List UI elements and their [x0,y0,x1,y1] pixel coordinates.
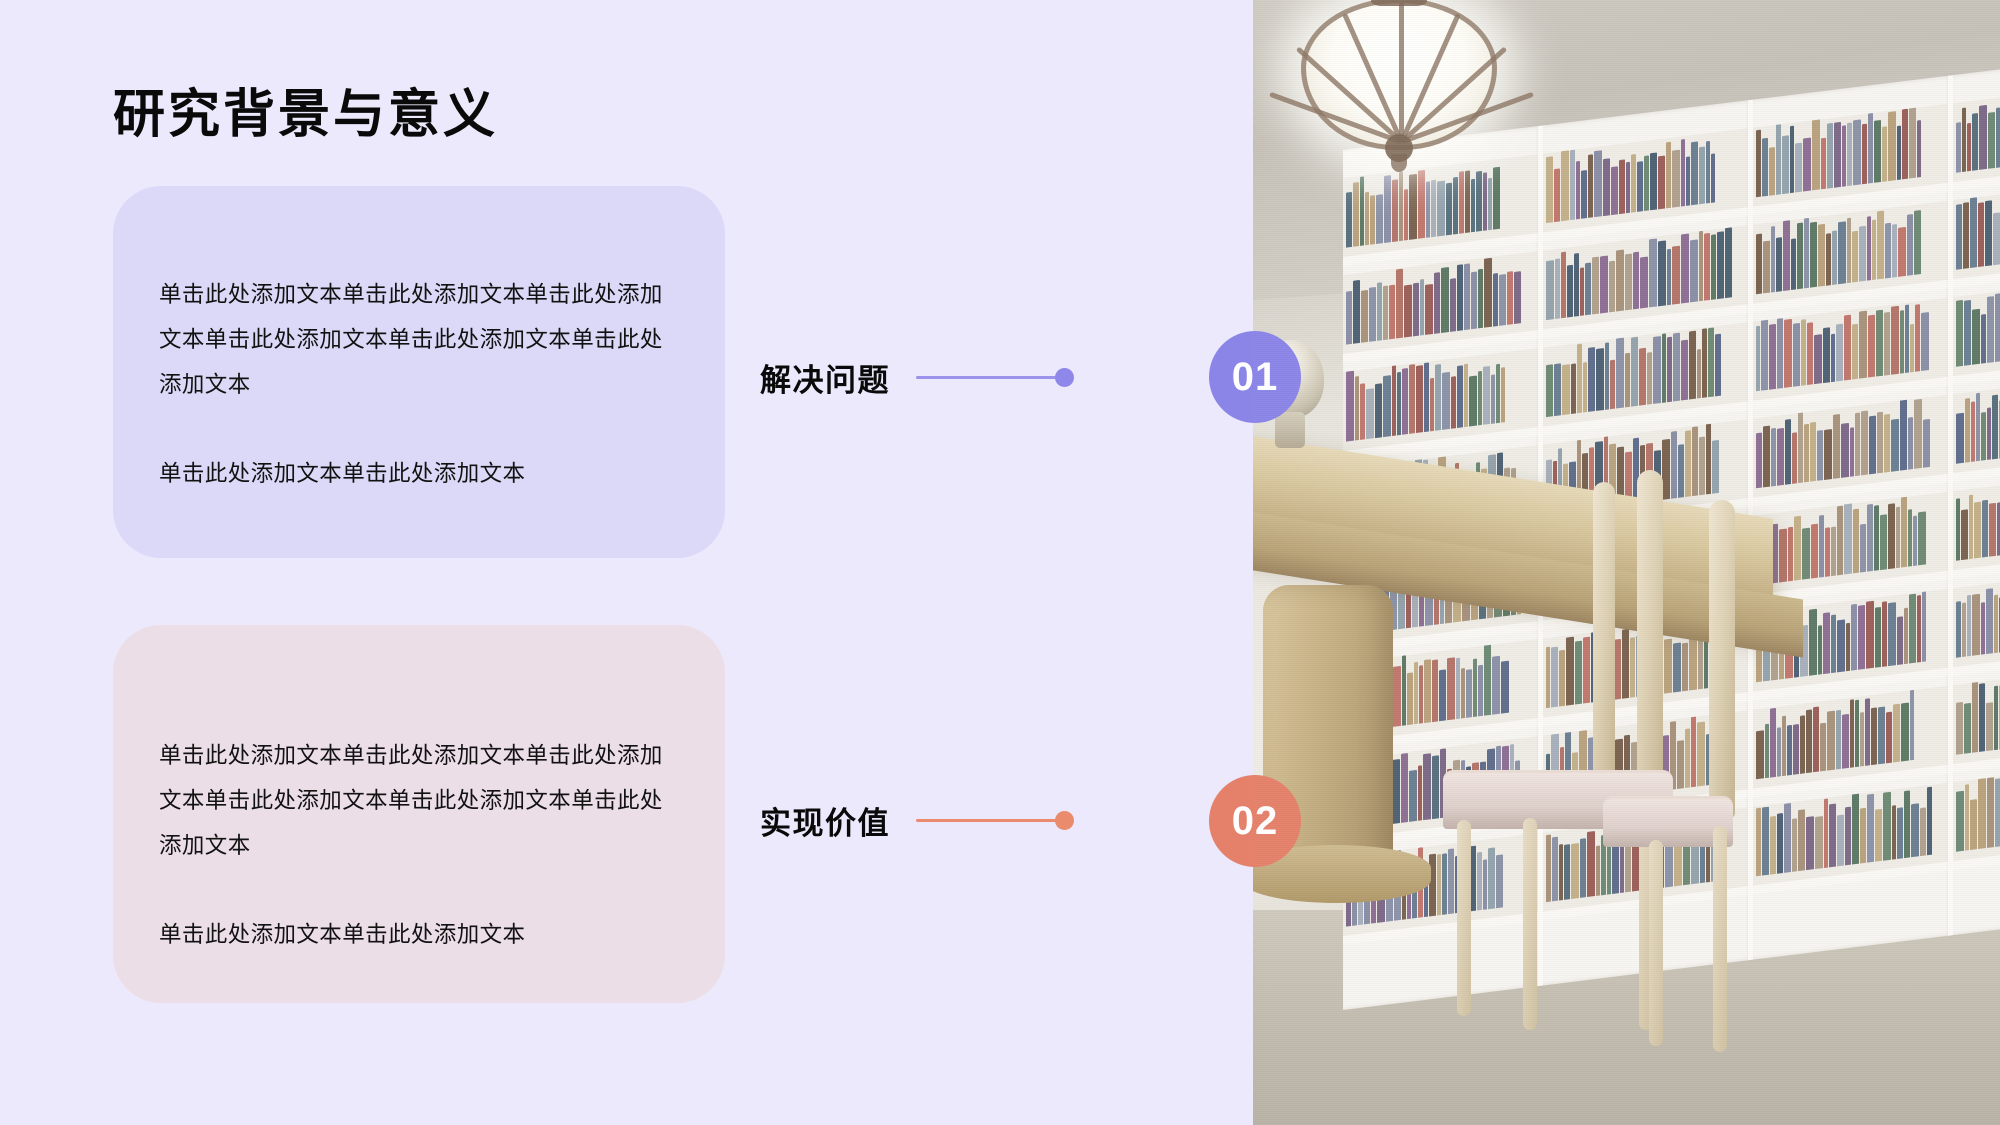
bookshelf-row [1753,491,1953,604]
connector-label-two: 实现价值 [760,805,890,841]
bookshelf-row [1753,782,1953,895]
bookshelf-row [1753,103,1953,216]
bookshelf-row [1543,321,1753,436]
library-photo [1253,0,2000,1125]
bookshelf-column [1753,75,1953,960]
bookshelf-row [1953,81,2000,192]
bookshelf-row [1953,469,2000,580]
text-card-two[interactable]: 单击此处添加文本单击此处添加文本单击此处添加文本单击此处添加文本单击此处添加文本… [113,625,725,1003]
connector-row-two: 实现价值 [760,790,1074,850]
bookshelf-row [1753,297,1953,410]
bookshelf-row [1343,347,1543,460]
bookshelf-row [1753,394,1953,507]
card-one-paragraph-2: 单击此处添加文本单击此处添加文本 [159,461,526,486]
bookshelf-row [1753,200,1953,313]
bookshelf-row [1543,127,1753,242]
chandelier-icon [1269,0,1534,172]
bookshelf-row [1953,372,2000,483]
number-badge-02: 02 [1209,775,1301,867]
bookshelf-row [1953,178,2000,289]
left-content-pane: 研究背景与意义 单击此处添加文本单击此处添加文本单击此处添加文本单击此处添加文本… [113,86,1074,1003]
bookshelf-row [1953,663,2000,774]
connector-line-two [916,818,1056,822]
bookshelf-row [1343,153,1543,266]
bookshelf-column [1953,53,2000,936]
connector-row-one: 解决问题 [760,347,1074,407]
connector-label-one: 解决问题 [760,362,890,398]
card-two-paragraph-2: 单击此处添加文本单击此处添加文本 [159,922,526,947]
text-card-one[interactable]: 单击此处添加文本单击此处添加文本单击此处添加文本单击此处添加文本单击此处添加文本… [113,186,725,558]
number-badge-01: 01 [1209,331,1301,423]
bookshelf-row [1343,250,1543,363]
connector-dot-one [1055,367,1074,387]
connector-line-one [916,375,1056,379]
bookshelf-row [1953,275,2000,386]
bookshelf-row [1953,566,2000,677]
orb-stem [1275,412,1305,448]
bookshelf-row [1953,760,2000,871]
page-title: 研究背景与意义 [113,86,499,144]
bookshelf-row [1753,685,1953,798]
bookshelf-row [1543,224,1753,339]
chair-two [1603,500,1763,1052]
card-two-paragraph-1: 单击此处添加文本单击此处添加文本单击此处添加文本单击此处添加文本单击此处添加文本… [159,743,663,858]
connector-dot-two [1055,810,1074,830]
card-one-paragraph-1: 单击此处添加文本单击此处添加文本单击此处添加文本单击此处添加文本单击此处添加文本… [159,282,663,397]
